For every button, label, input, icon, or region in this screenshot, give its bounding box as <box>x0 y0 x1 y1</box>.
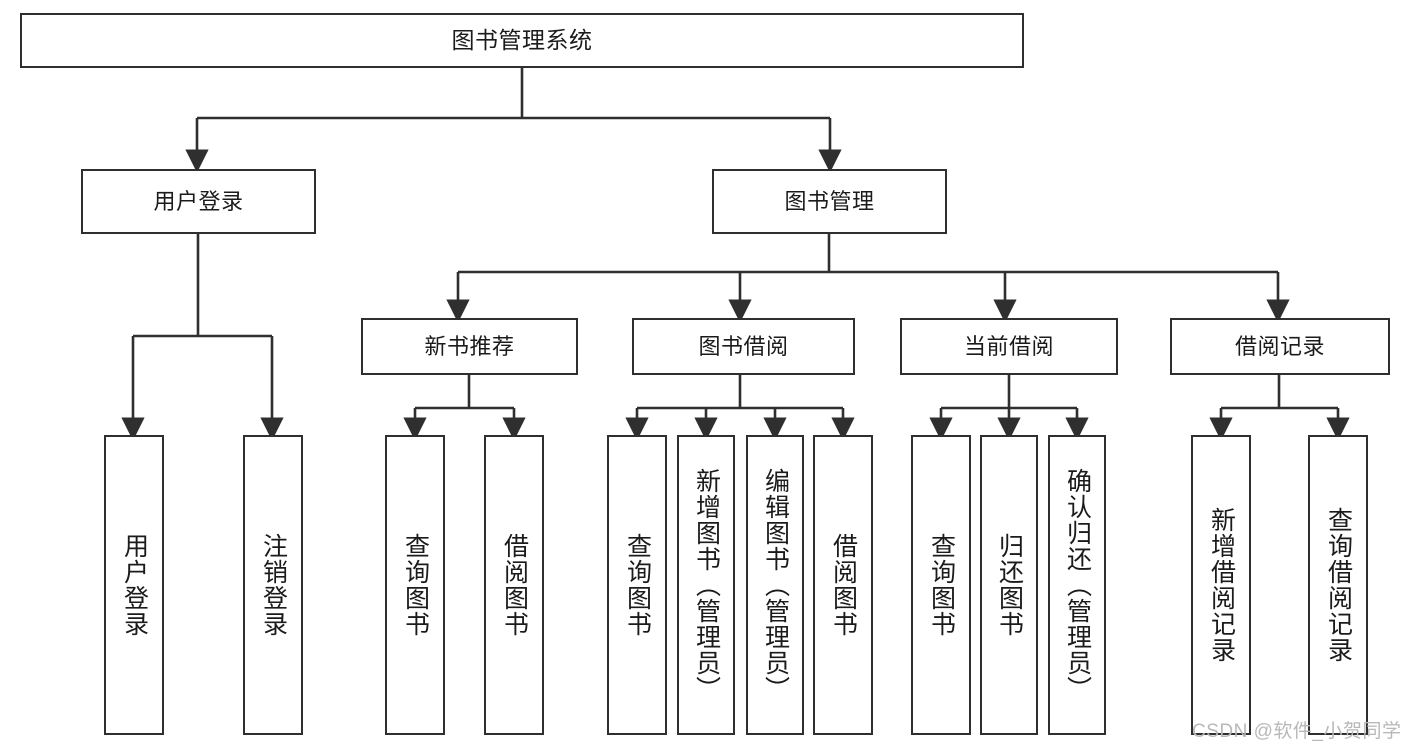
leaf-user-login-signin[interactable]: 用户登录 <box>104 435 164 735</box>
leaf-current-query-book[interactable]: 查询图书 <box>911 435 971 735</box>
node-label: 借阅图书 <box>500 533 529 637</box>
leaf-borrow-add-book-admin[interactable]: 新增图书（管理员） <box>677 435 735 735</box>
leaf-user-login-signout[interactable]: 注销登录 <box>243 435 303 735</box>
node-label: 确认归还（管理员） <box>1063 468 1092 702</box>
leaf-record-query-record[interactable]: 查询借阅记录 <box>1308 435 1368 735</box>
node-user-login[interactable]: 用户登录 <box>81 169 316 234</box>
node-label: 用户登录 <box>153 188 244 214</box>
leaf-current-confirm-return-admin[interactable]: 确认归还（管理员） <box>1048 435 1106 735</box>
leaf-borrow-edit-book-admin[interactable]: 编辑图书（管理员） <box>746 435 804 735</box>
watermark-text: CSDN @软件_小贺同学 <box>1192 721 1402 742</box>
node-label: 新增借阅记录 <box>1207 507 1236 663</box>
node-label: 用户登录 <box>120 533 149 637</box>
leaf-recommend-borrow-book[interactable]: 借阅图书 <box>484 435 544 735</box>
node-label: 查询借阅记录 <box>1324 507 1353 663</box>
node-label: 借阅记录 <box>1234 333 1325 359</box>
node-label: 当前借阅 <box>963 333 1054 359</box>
node-label: 图书管理 <box>784 188 875 214</box>
node-label: 查询图书 <box>927 533 956 637</box>
node-label: 新增图书（管理员） <box>692 468 721 702</box>
leaf-current-return-book[interactable]: 归还图书 <box>980 435 1038 735</box>
node-label: 查询图书 <box>623 533 652 637</box>
node-label: 图书借阅 <box>698 333 789 359</box>
node-label: 归还图书 <box>995 533 1024 637</box>
node-label: 借阅图书 <box>829 533 858 637</box>
node-label: 注销登录 <box>259 533 288 637</box>
leaf-record-add-record[interactable]: 新增借阅记录 <box>1191 435 1251 735</box>
node-label: 编辑图书（管理员） <box>761 468 790 702</box>
leaf-borrow-borrow-book[interactable]: 借阅图书 <box>813 435 873 735</box>
node-current-borrow[interactable]: 当前借阅 <box>900 318 1118 375</box>
node-label: 图书管理系统 <box>451 26 593 53</box>
node-borrow-record[interactable]: 借阅记录 <box>1170 318 1390 375</box>
node-book-management[interactable]: 图书管理 <box>712 169 947 234</box>
node-book-borrow[interactable]: 图书借阅 <box>632 318 855 375</box>
leaf-recommend-query-book[interactable]: 查询图书 <box>385 435 445 735</box>
node-new-book-recommend[interactable]: 新书推荐 <box>361 318 578 375</box>
leaf-borrow-query-book[interactable]: 查询图书 <box>607 435 667 735</box>
node-label: 查询图书 <box>401 533 430 637</box>
node-root-system[interactable]: 图书管理系统 <box>20 13 1024 68</box>
node-label: 新书推荐 <box>424 333 515 359</box>
